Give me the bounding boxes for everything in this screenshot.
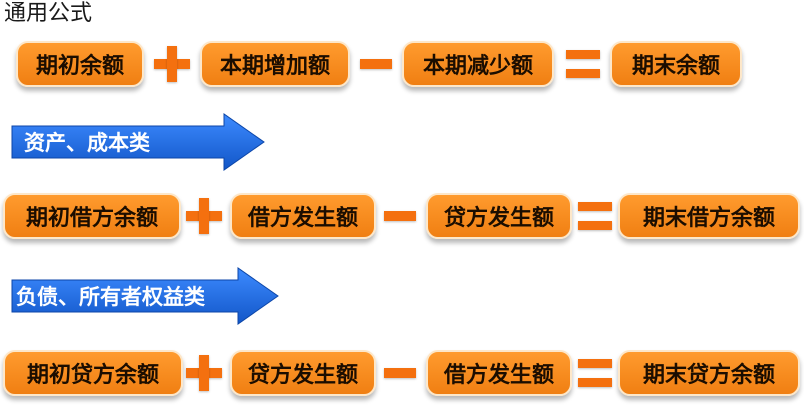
assets-costs-label: 资产、成本类	[24, 131, 150, 155]
liabilities-equity-formula-row: 期初贷方余额 贷方发生额 借方发生额 期末贷方余额	[0, 350, 804, 410]
increase-box: 本期增加额	[200, 41, 350, 87]
minus-icon	[380, 193, 420, 239]
debit-opening-balance-box: 期初借方余额	[3, 193, 181, 239]
liabilities-equity-label: 负债、所有者权益类	[16, 285, 205, 309]
decrease-box: 本期减少额	[402, 41, 554, 87]
equals-icon	[574, 350, 616, 396]
equals-icon	[562, 41, 604, 87]
closing-balance-box: 期末余额	[610, 41, 742, 87]
liabilities-equity-arrow: 负债、所有者权益类	[10, 266, 280, 326]
minus-icon	[380, 350, 420, 396]
page-title: 通用公式	[4, 1, 93, 26]
assets-costs-formula-row: 期初借方余额 借方发生额 贷方发生额 期末借方余额	[0, 193, 804, 253]
credit-amount-box: 贷方发生额	[426, 193, 572, 239]
credit-closing-balance-box: 期末贷方余额	[618, 350, 800, 396]
debit-amount-box: 借方发生额	[426, 350, 572, 396]
plus-icon	[184, 350, 224, 396]
general-formula-row: 期初余额 本期增加额 本期减少额 期末余额	[0, 41, 804, 101]
right-arrow-icon	[11, 113, 265, 171]
credit-opening-balance-box: 期初贷方余额	[3, 350, 183, 396]
opening-balance-box: 期初余额	[16, 41, 144, 87]
debit-amount-box: 借方发生额	[230, 193, 376, 239]
credit-amount-box: 贷方发生额	[230, 350, 376, 396]
plus-icon	[152, 41, 192, 87]
debit-closing-balance-box: 期末借方余额	[618, 193, 800, 239]
assets-costs-arrow: 资产、成本类	[10, 112, 266, 172]
minus-icon	[356, 41, 396, 87]
plus-icon	[184, 193, 224, 239]
right-arrow-icon	[11, 267, 279, 325]
equals-icon	[574, 193, 616, 239]
